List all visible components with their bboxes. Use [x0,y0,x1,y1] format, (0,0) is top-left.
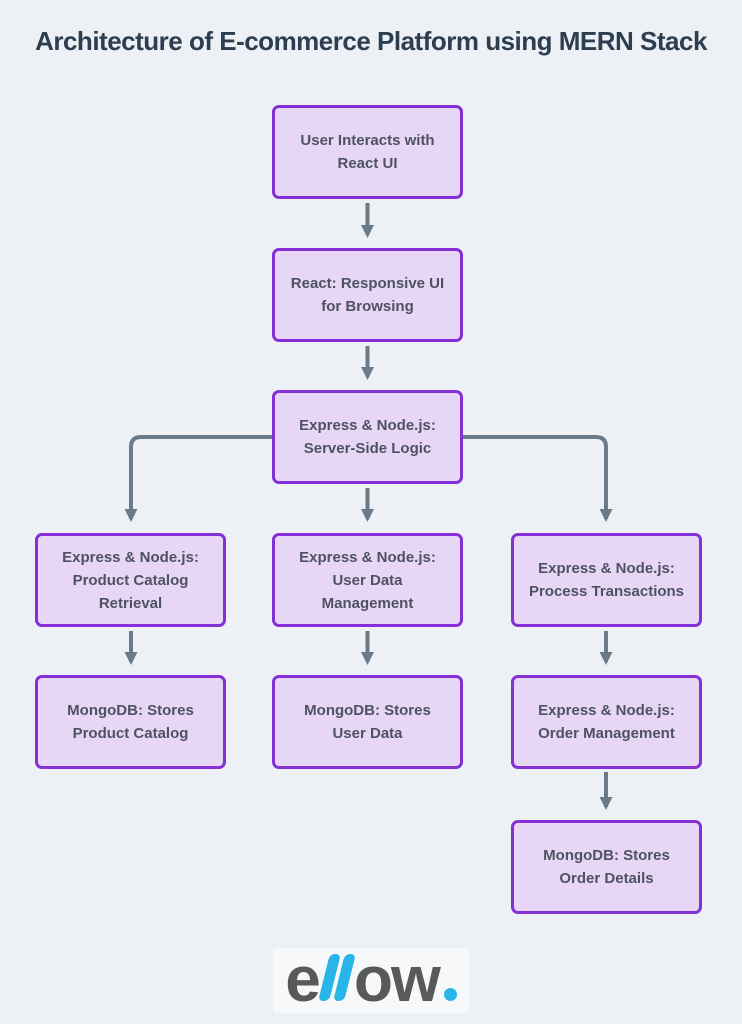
node-product-catalog-retrieval: Express & Node.js: Product Catalog Retri… [35,533,226,627]
node-label: Express & Node.js: Order Management [538,702,675,742]
node-server-side-logic: Express & Node.js: Server-Side Logic [272,390,463,484]
logo-text-prefix: e [285,943,321,1015]
footer-logo-row: e ow [0,943,742,1015]
node-process-transactions: Express & Node.js: Process Transactions [511,533,702,627]
logo-dot-icon [443,988,457,1001]
logo-text-suffix: ow [353,943,441,1015]
node-label: User Interacts with React UI [300,132,435,172]
node-label: MongoDB: Stores User Data [304,702,431,742]
ellow-logo: e ow [273,943,469,1015]
node-react-responsive-ui: React: Responsive UI for Browsing [272,248,463,342]
edge-server-to-transactions [463,435,613,522]
node-mongodb-user-data: MongoDB: Stores User Data [272,675,463,769]
edge-server-to-catalog [124,435,272,522]
node-label: Express & Node.js: User Data Management [299,548,436,612]
node-user-react-ui: User Interacts with React UI [272,105,463,199]
node-label: Express & Node.js: Process Transactions [528,560,685,600]
node-label: React: Responsive UI for Browsing [290,275,445,315]
node-label: Express & Node.js: Server-Side Logic [299,417,436,457]
node-label: MongoDB: Stores Order Details [543,847,670,887]
node-order-management: Express & Node.js: Order Management [511,675,702,769]
node-label: MongoDB: Stores Product Catalog [67,702,194,742]
node-label: Express & Node.js: Product Catalog Retri… [62,548,199,612]
node-mongodb-product-catalog: MongoDB: Stores Product Catalog [35,675,226,769]
page-title: Architecture of E-commerce Platform usin… [35,26,707,56]
node-user-data-management: Express & Node.js: User Data Management [272,533,463,627]
node-mongodb-order-details: MongoDB: Stores Order Details [511,820,702,914]
